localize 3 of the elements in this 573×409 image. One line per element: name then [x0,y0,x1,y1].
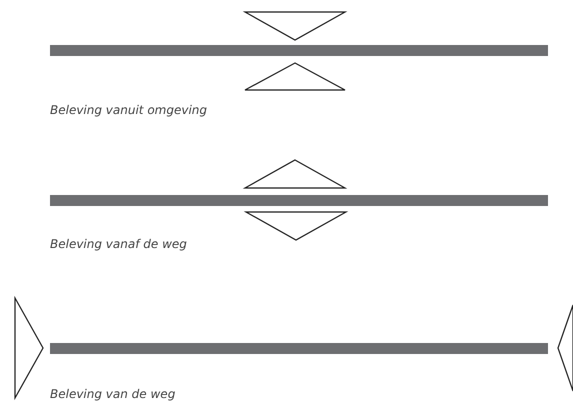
caption-text: Beleving vanuit omgeving [50,102,208,118]
caption-text: Beleving van de weg [50,386,176,402]
caption-text: Beleving vanaf de weg [50,236,187,252]
